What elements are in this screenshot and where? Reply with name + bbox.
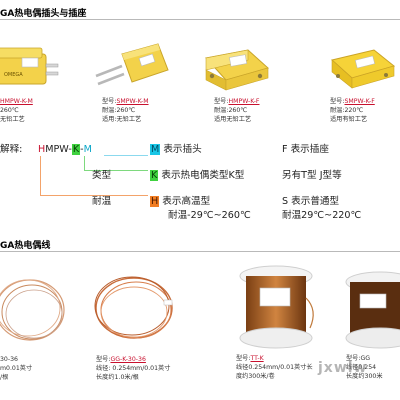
connector-image-hmpw-k-m: OMEGA — [0, 40, 60, 95]
connector-image-hmpw-k-f — [198, 38, 274, 98]
connector-image-smpw-k-f — [326, 38, 400, 98]
wire-section-title: GA热电偶线 — [0, 241, 51, 251]
legend-s-row: S 表示普通型 — [282, 196, 340, 207]
connectors-section-title: GA热电偶插头与插座 — [0, 9, 87, 19]
connector-2-model: SMPW-K-M — [116, 98, 149, 105]
connector-1-caption: HMPW-K-M 260℃ 无铅工艺 — [0, 98, 33, 123]
wire-1-caption: 30-36 m0.01英寸 /根 — [0, 356, 33, 381]
wire-coil-image-2 — [90, 266, 180, 350]
wire-4-caption: 型号:GG 线径0.254 长度约300米 — [346, 355, 383, 380]
connector-4-caption: 型号:SMPW-K-F 耐温:220℃ 适用有铅工艺 — [330, 98, 375, 123]
connector-3-caption: 型号:HMPW-K-F 耐温:260℃ 适用无铅工艺 — [214, 98, 260, 123]
legend-f-row: F 表示插座 — [282, 144, 329, 155]
wire-2-model: GG-K-30-36 — [110, 356, 146, 363]
wire-spool-image-3 — [230, 258, 320, 354]
legend-connector-h — [40, 156, 148, 196]
wire-spool-image-4 — [330, 262, 400, 354]
model-code-legend: 解释: HMPW-K-M M 表示插头 F 表示插座 类型 K 表示热电偶类型K… — [0, 140, 400, 235]
legend-connector-m — [104, 155, 148, 156]
legend-h-row: H 表示高温型 — [150, 196, 211, 207]
wire-2-caption: 型号:GG-K-30-36 线径: 0.254mm/0.01英寸 长度约1.0米… — [96, 356, 171, 381]
svg-text:OMEGA: OMEGA — [4, 72, 23, 78]
legend-intro: 解释: — [0, 144, 23, 155]
legend-type-label: 类型 — [92, 170, 112, 181]
legend-h-range: 耐温-29℃~260℃ — [168, 210, 251, 221]
connector-1-model: HMPW-K-M — [0, 98, 33, 105]
connector-2-caption: 型号:SMPW-K-M 耐温:260℃ 适用:无铅工艺 — [102, 98, 149, 123]
wire-3-caption: 型号:TT-K 线径0.254mm/0.01英寸长 度约300米/卷 — [236, 355, 313, 380]
section-divider-2 — [0, 251, 400, 252]
legend-k-other: 另有T型 J型等 — [282, 170, 342, 181]
legend-m-row: M 表示插头 — [150, 144, 202, 155]
section-divider — [0, 19, 400, 20]
legend-temp-label: 耐温 — [92, 196, 112, 207]
connector-3-model: HMPW-K-F — [228, 98, 260, 105]
legend-connector-k-stem — [84, 156, 88, 170]
watermark-text: jxwlw — [318, 360, 368, 376]
wire-coil-image-1 — [0, 266, 74, 350]
legend-model-code: HMPW-K-M — [38, 144, 92, 155]
connector-4-model: SMPW-K-F — [344, 98, 375, 105]
wire-3-model: TT-K — [250, 355, 264, 362]
connector-image-smpw-k-m — [92, 36, 172, 96]
legend-k-row: K 表示热电偶类型K型 — [150, 170, 245, 181]
legend-s-range: 耐温29℃~220℃ — [282, 210, 362, 221]
legend-connector-k — [84, 170, 148, 171]
